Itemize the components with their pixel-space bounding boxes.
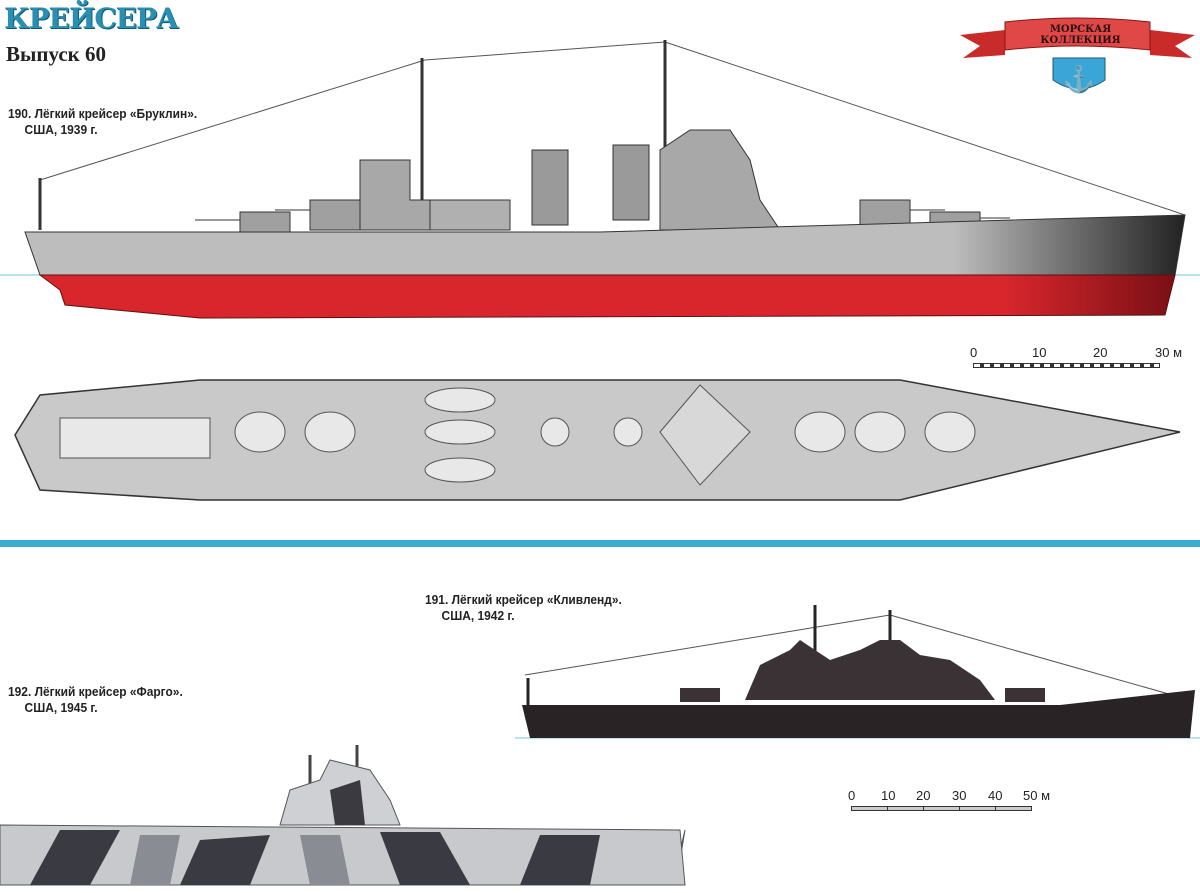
caption-ship-191: 191. Лёгкий крейсер «Кливленд». США, 194… bbox=[425, 592, 622, 624]
scale-tick: 10 bbox=[881, 788, 896, 803]
caption-ship-190: 190. Лёгкий крейсер «Бруклин». США, 1939… bbox=[8, 106, 197, 138]
scale-tick: 40 bbox=[988, 788, 1003, 803]
scale-tick: 20 bbox=[1093, 345, 1108, 360]
scale-bar-30m: 0 10 20 30 м bbox=[970, 345, 1200, 375]
logo-ribbon: ⚓ bbox=[960, 17, 1195, 94]
series-title: КРЕЙСЕРА bbox=[4, 2, 179, 35]
caption-ship-192: 192. Лёгкий крейсер «Фарго». США, 1945 г… bbox=[8, 684, 183, 716]
caption-192-line2: США, 1945 г. bbox=[24, 700, 98, 715]
anchor-icon: ⚓ bbox=[1063, 64, 1095, 94]
caption-192-line1: 192. Лёгкий крейсер «Фарго». bbox=[8, 684, 183, 699]
rigging bbox=[39, 41, 1186, 216]
dark-hull bbox=[522, 690, 1195, 738]
scale-tick: 30 м bbox=[1155, 345, 1183, 360]
scale-tick: 50 м bbox=[1023, 788, 1051, 803]
scale-tick: 0 bbox=[848, 788, 856, 803]
camouflage-patches bbox=[30, 830, 600, 885]
scale-bar-50m: 0 10 20 30 40 50 м bbox=[848, 788, 1078, 818]
scale-tick: 30 bbox=[952, 788, 967, 803]
logo-text: МОРСКАЯ КОЛЛЕКЦИЯ bbox=[1040, 24, 1121, 46]
publisher-logo: ⚓ МОРСКАЯ КОЛЛЕКЦИЯ bbox=[955, 10, 1200, 100]
ship-190-drawing bbox=[0, 40, 1200, 501]
section-divider bbox=[0, 540, 1200, 547]
caption-190-line1: 190. Лёгкий крейсер «Бруклин». bbox=[8, 106, 198, 121]
plan-turrets bbox=[234, 387, 976, 483]
caption-191-line2: США, 1942 г. bbox=[441, 608, 515, 623]
funnel-2 bbox=[612, 144, 650, 221]
hull-upper bbox=[24, 214, 1186, 276]
issue-number: Выпуск 60 bbox=[6, 42, 107, 66]
caption-191-line1: 191. Лёгкий крейсер «Кливленд». bbox=[425, 592, 622, 607]
funnel-1 bbox=[531, 149, 569, 226]
scale-tick: 20 bbox=[916, 788, 931, 803]
hull-lower bbox=[38, 274, 1176, 319]
plan-view-hull bbox=[14, 379, 1181, 501]
scale-tick: 0 bbox=[970, 345, 978, 360]
scale-tick: 10 bbox=[1032, 345, 1047, 360]
caption-190-line2: США, 1939 г. bbox=[24, 122, 98, 137]
